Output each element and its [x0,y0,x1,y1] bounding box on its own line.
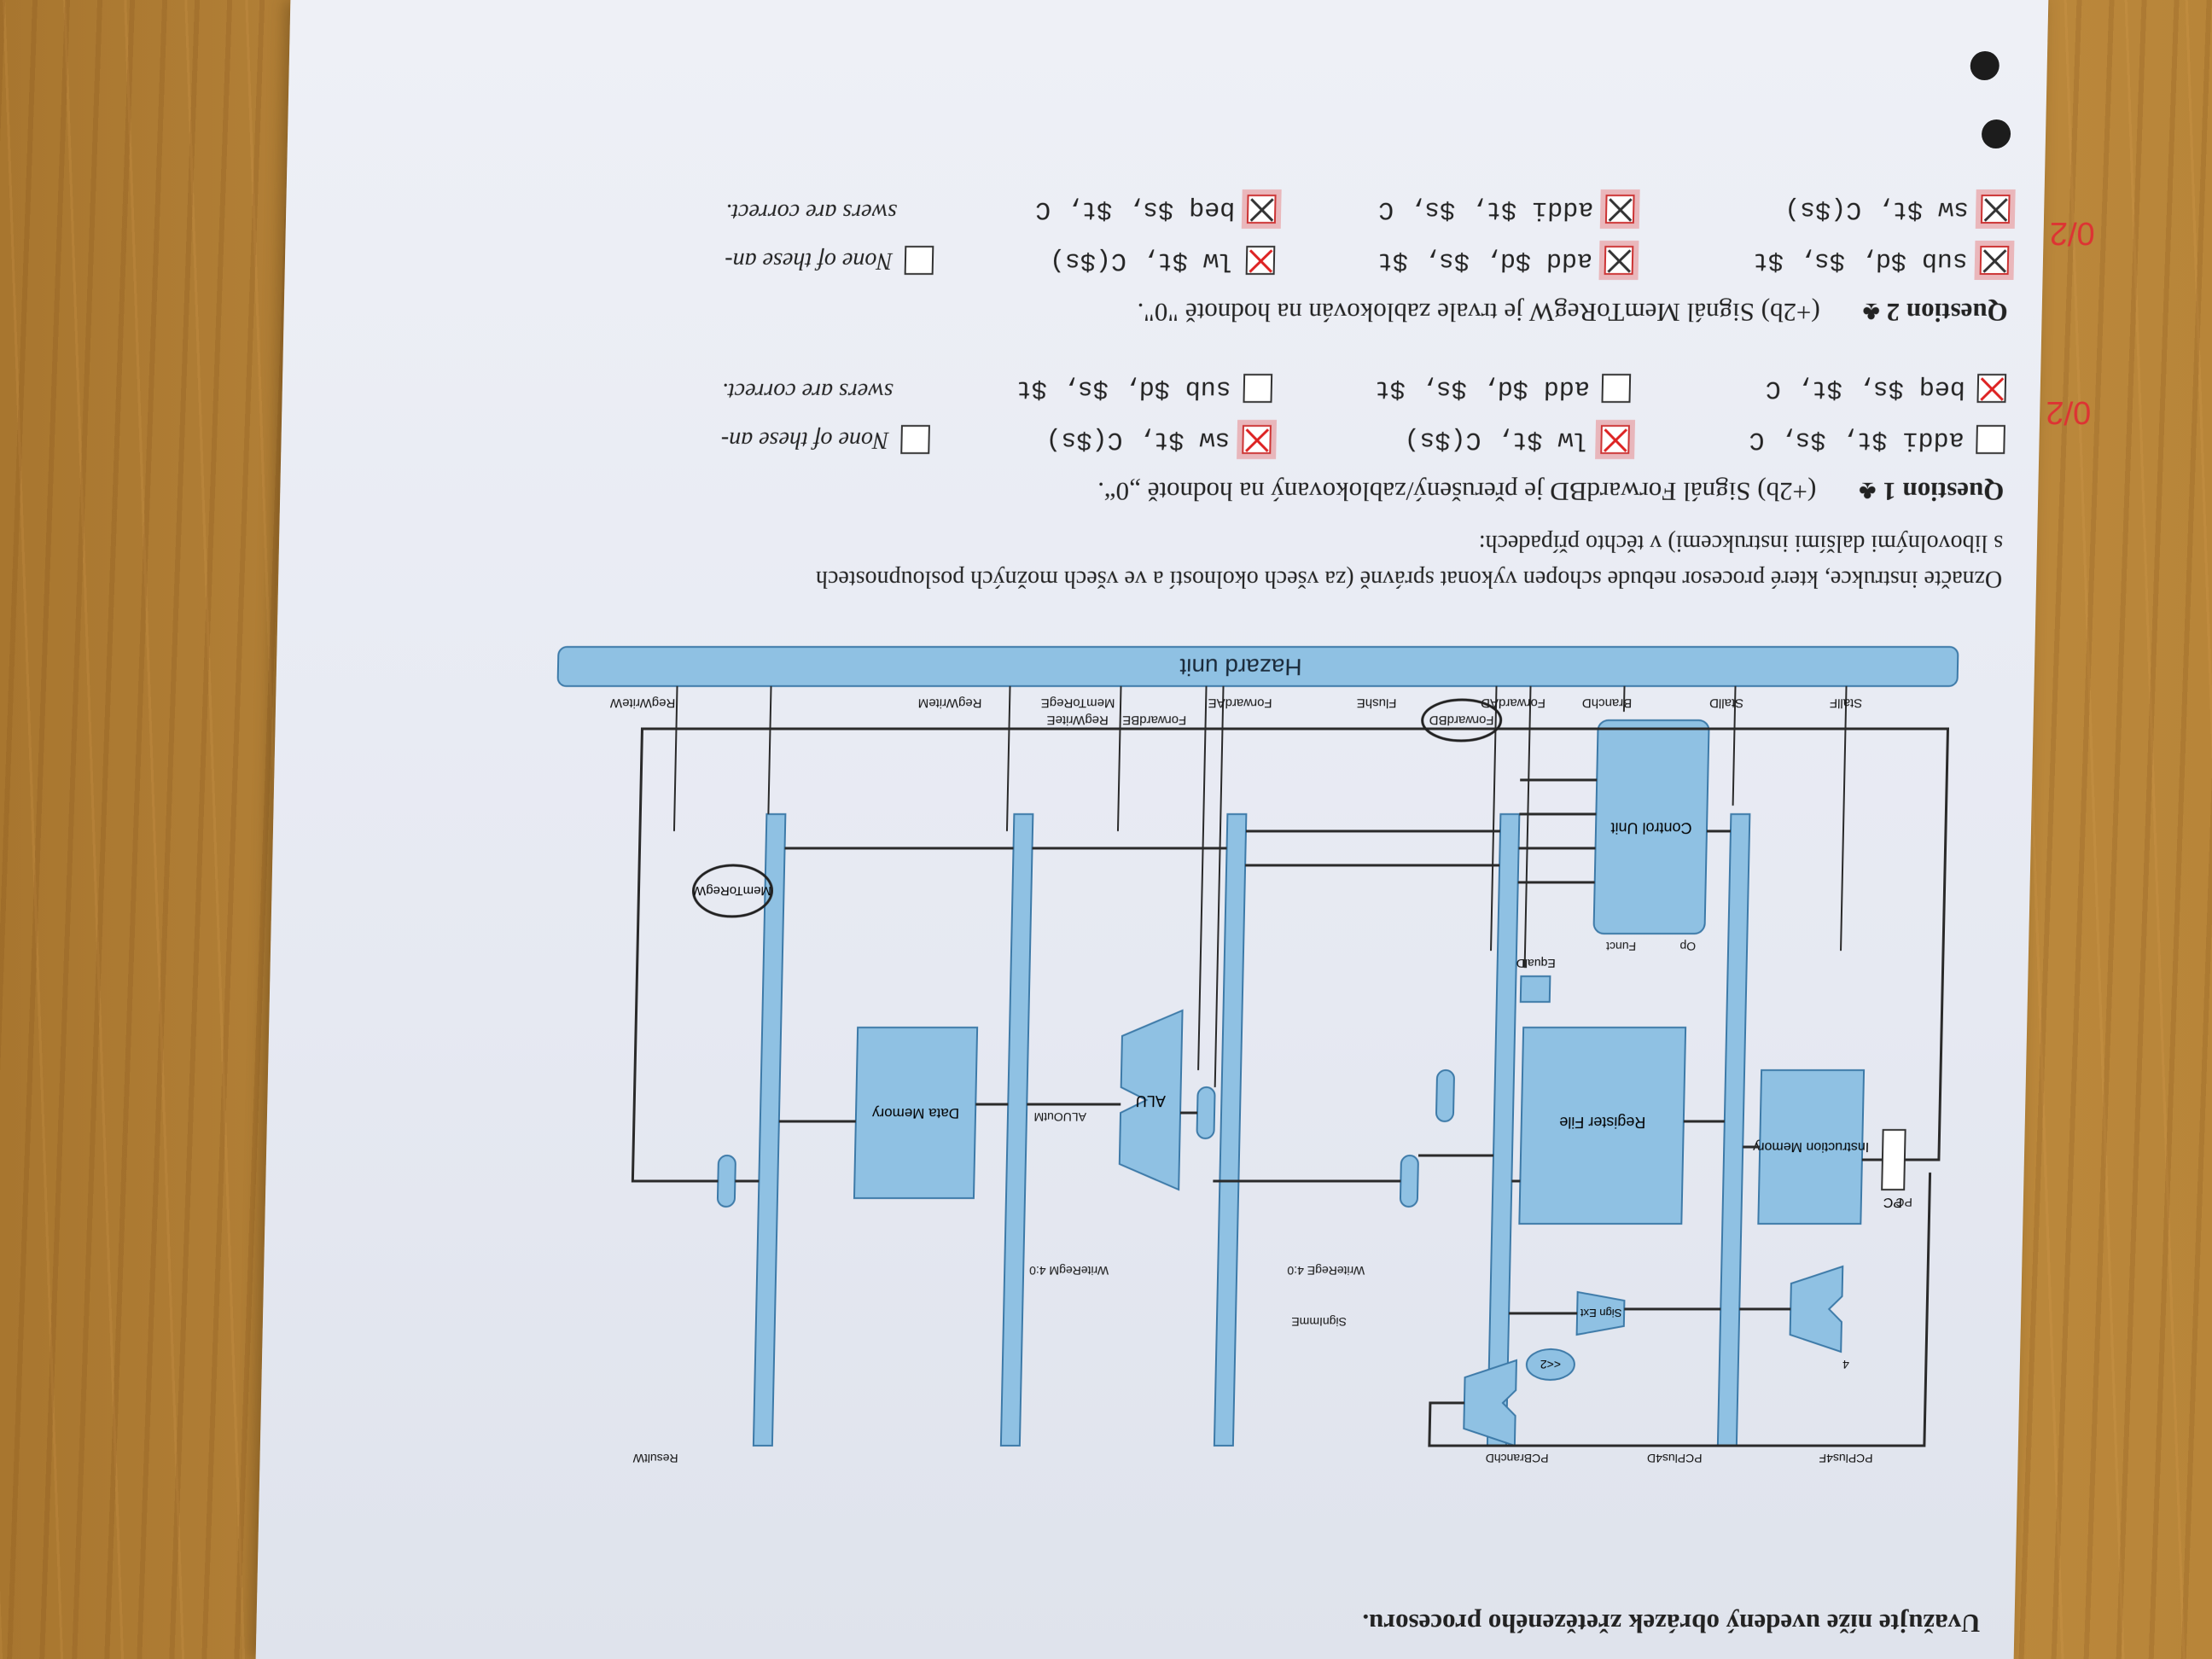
pc-plus4f-label: PCPlus4F [1819,1452,1872,1465]
forward-bd-label: ForwardBD [1429,713,1493,727]
checkbox-checked[interactable] [1600,425,1630,454]
checkbox[interactable] [1243,374,1273,403]
stall-f-label: StallF [1830,696,1863,710]
checkbox-marked-red[interactable] [1976,374,2007,403]
q1-option-add[interactable]: add $d, $s, $t [1374,374,1632,403]
control-unit-label: Control Unit [1610,819,1691,836]
forward-bd-circle-mark [1421,698,1503,742]
four-constant-label: 4 [1842,1358,1849,1371]
q2-option-sub[interactable]: sub $d, $s, $t [1753,246,2010,275]
instruction-memory-label: Instruction Memory [1753,1139,1869,1154]
alu-label: ALU [1136,1092,1166,1109]
question-2-text: (+2b) Signál MemToRegW je trvale zabloko… [1137,298,1821,328]
write-reg-m-label: WriteRegM 4:0 [1029,1264,1109,1278]
quiz-intro-line1: Označte instrukce, které procesor nebude… [815,566,2003,592]
checkbox-checked[interactable] [1246,195,1277,224]
checkbox[interactable] [904,246,934,275]
flush-e-label: FlushE [1357,696,1397,710]
checkbox-checked[interactable] [1980,195,2011,224]
equal-label: EqualD [1516,957,1556,970]
upside-down-content: Uvažujte níže uvedený obrázek zřetězenéh… [256,0,2095,1659]
alu-out-m-label: ALUOutM [1033,1110,1086,1124]
question-2-label: Question 2 ♣ [1862,298,2009,328]
question-1-label: Question 1 ♣ [1858,477,2005,507]
mem-to-reg-e-label: MemToRegE [1041,696,1115,710]
q1-option-sub[interactable]: sub $d, $s, $t [1016,374,1273,403]
funct-label: Funct [1606,940,1636,953]
register-file-label: Register File [1559,1114,1645,1131]
q1-option-addi[interactable]: addi $t, $s, C [1749,425,2005,454]
checkbox[interactable] [1976,425,2005,454]
exam-sheet: Uvažujte níže uvedený obrázek zřetězenéh… [255,0,2095,1659]
quiz-intro-line2: s libovolnými dalšími instrukcemi) v těc… [1478,530,2004,556]
reg-write-e-label: RegWriteE [1046,713,1109,727]
q1-option-none[interactable]: None of these an- [720,425,930,454]
question-2-score: 0/2 [2049,215,2096,251]
hazard-unit-label: Hazard unit [1179,654,1302,680]
sheet-instruction: Uvažujte níže uvedený obrázek zřetězenéh… [1361,1609,1981,1639]
stall-d-label: StallD [1709,696,1744,710]
checkbox[interactable] [900,425,930,454]
result-w-label: ResultW [632,1452,678,1465]
question-1-score: 0/2 [2045,394,2092,430]
mem-to-reg-w-label: MemToRegW [693,883,771,898]
q2-option-none-continued: swers are correct. [725,199,898,225]
q2-option-add[interactable]: add $d, $s, $t [1377,246,1634,275]
q1-option-beq[interactable]: beq $s, $t, C [1765,374,2007,403]
checkbox-checked[interactable] [1604,195,1635,224]
reg-write-m-label: RegWriteM [918,696,982,710]
pipelined-processor-diagram: Hazard unit Instruction Memory PC Contro… [556,646,1959,1465]
q2-option-sw[interactable]: sw $t, C($s) [1784,195,2011,224]
pc-plus4d-label: PCPlus4D [1647,1452,1703,1465]
shift-left-label: <<2 [1540,1358,1561,1371]
sign-imm-e-label: SignImmE [1291,1315,1347,1329]
pc-branch-d-label: PCBranchD [1485,1452,1548,1465]
q1-option-none-continued: swers are correct. [721,378,894,405]
pc-prime-label: PC' [1894,1196,1912,1209]
q2-option-beq[interactable]: beq $s, $t, C [1035,195,1277,224]
q2-option-lw[interactable]: lw $t, C($s) [1050,246,1276,275]
q2-option-addi[interactable]: addi $t, $s, C [1378,195,1635,224]
q2-option-none[interactable]: None of these an- [725,246,934,275]
sign-extend-label: Sign Ext [1580,1307,1621,1319]
data-memory-label: Data Memory [871,1105,959,1121]
write-reg-e-label: WriteRegE 4:0 [1287,1264,1365,1278]
checkbox[interactable] [1601,374,1632,403]
checkbox-marked-red[interactable] [1245,246,1276,275]
checkbox-checked[interactable] [1242,425,1272,454]
q1-option-sw[interactable]: sw $t, C($s) [1045,425,1272,454]
pc-label: PC [1883,1195,1903,1209]
question-1-text: (+2b) Signál ForwardBD je přerušený/zabl… [1097,477,1817,507]
forward-ae-label: ForwardAE [1208,696,1272,710]
q1-option-lw[interactable]: lw $t, C($s) [1404,425,1630,454]
branch-d-label: BranchD [1582,696,1633,710]
checkbox-checked[interactable] [1979,246,2010,275]
checkbox-checked[interactable] [1604,246,1634,275]
forward-be-label: ForwardBE [1122,713,1186,727]
reg-write-w-label: RegWriteW [609,696,676,710]
op-label: Op [1679,940,1696,953]
mem-to-reg-w-circle-mark [691,864,773,918]
forward-ad-label: ForwardAD [1481,696,1545,710]
